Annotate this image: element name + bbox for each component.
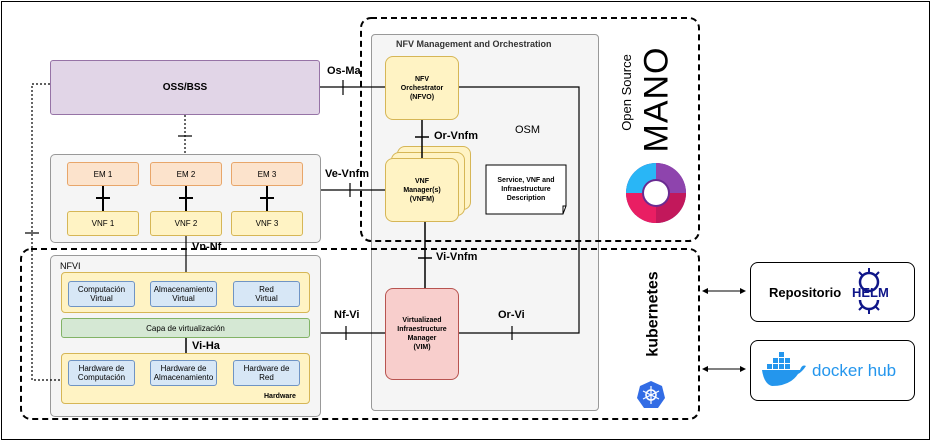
vnfm-label: VNF Manager(s) (VNFM) xyxy=(403,177,441,203)
vim-box: Virtualizaed Infraestructure Manager (VI… xyxy=(385,288,459,380)
hardware-label: Hardware xyxy=(264,393,296,400)
vn-nf-label: Vn-Nf xyxy=(192,241,222,253)
osm-dashed-boundary xyxy=(360,17,700,242)
osm-logo-icon xyxy=(626,163,686,223)
helm-repo-box xyxy=(750,262,915,322)
oss-bss-box: OSS/BSS xyxy=(50,60,320,115)
red-virtual-label: Red Virtual xyxy=(255,285,278,303)
docker-arrow-left xyxy=(702,366,708,372)
kubernetes-label: kubernetes xyxy=(644,271,662,357)
em2-box: EM 2 xyxy=(150,162,222,186)
description-shape xyxy=(485,164,567,215)
em2-label: EM 2 xyxy=(176,169,196,179)
nfvi-label: NFVI xyxy=(60,261,81,271)
em3-box: EM 3 xyxy=(231,162,303,186)
os-ma-label: Os-Ma xyxy=(327,65,361,77)
oss-bss-label: OSS/BSS xyxy=(162,82,208,93)
vi-ha-label: Vi-Ha xyxy=(192,340,220,352)
vnf2-label: VNF 2 xyxy=(174,219,198,228)
vnf1-box: VNF 1 xyxy=(67,211,139,236)
hw-alm-label: Hardware de Almacenamiento xyxy=(153,364,214,382)
vnf3-label: VNF 3 xyxy=(255,219,279,228)
em1-box: EM 1 xyxy=(67,162,139,186)
vnf3-box: VNF 3 xyxy=(231,211,303,236)
nf-vi-label: Nf-Vi xyxy=(334,309,360,321)
red-virtual-box: Red Virtual xyxy=(233,281,300,307)
description-box: Service, VNF and Infraestructure Descrip… xyxy=(486,166,566,212)
dockerhub-box xyxy=(750,340,915,401)
helm-bottom-icon xyxy=(858,299,880,314)
hw-alm-box: Hardware de Almacenamiento xyxy=(150,360,217,386)
repo-arrow-right xyxy=(740,288,746,294)
or-vi-line xyxy=(459,86,580,334)
alm-virtual-label: Almacenamiento Virtual xyxy=(153,285,214,303)
vi-vnfm-label: Vi-Vnfm xyxy=(436,251,478,263)
dockerhub-label: docker hub xyxy=(812,361,897,380)
nfvo-label: NFV Orchestrator (NFVO) xyxy=(400,75,444,101)
repositorio-label: Repositorio xyxy=(769,285,842,300)
nfvo-box: NFV Orchestrator (NFVO) xyxy=(385,56,459,120)
vnf1-label: VNF 1 xyxy=(91,219,115,228)
helm-icon xyxy=(858,268,880,293)
description-label: Service, VNF and Infraestructure Descrip… xyxy=(497,176,555,202)
hw-comp-label: Hardware de Computación xyxy=(77,364,126,382)
vnf2-box: VNF 2 xyxy=(150,211,222,236)
comp-virtual-box: Computación Virtual xyxy=(68,281,135,307)
osm-label: OSM xyxy=(515,124,541,136)
capa-virt-label: Capa de virtualización xyxy=(146,323,225,333)
repo-arrow-left xyxy=(702,288,708,294)
ve-vnfm-label: Ve-Vnfm xyxy=(325,168,370,180)
hw-red-box: Hardware de Red xyxy=(233,360,300,386)
or-vi-label: Or-Vi xyxy=(498,309,525,321)
em1-label: EM 1 xyxy=(93,169,113,179)
kubernetes-dashed-boundary xyxy=(20,248,700,420)
kubernetes-icon xyxy=(637,381,665,408)
description-fold xyxy=(562,205,566,214)
comp-virtual-label: Computación Virtual xyxy=(77,285,126,303)
hw-comp-box: Hardware de Computación xyxy=(68,360,135,386)
em3-label: EM 3 xyxy=(257,169,277,179)
docker-whale-icon xyxy=(762,352,806,386)
helm-label: HELM xyxy=(852,285,889,300)
vim-label: Virtualizaed Infraestructure Manager (VI… xyxy=(397,317,447,351)
vnfm-box: VNF Manager(s) (VNFM) xyxy=(385,158,459,222)
mano-title: NFV Management and Orchestration xyxy=(396,39,552,49)
or-vnfm-label: Or-Vnfm xyxy=(434,130,478,142)
open-source-label: Open Source xyxy=(618,54,634,131)
oss-hw-dotted xyxy=(31,83,61,381)
mano-logo-text: MANO xyxy=(637,46,676,153)
capa-virt-box: Capa de virtualización xyxy=(61,318,310,338)
docker-arrow-right xyxy=(740,366,746,372)
hw-red-label: Hardware de Red xyxy=(243,364,290,382)
alm-virtual-box: Almacenamiento Virtual xyxy=(150,281,217,307)
